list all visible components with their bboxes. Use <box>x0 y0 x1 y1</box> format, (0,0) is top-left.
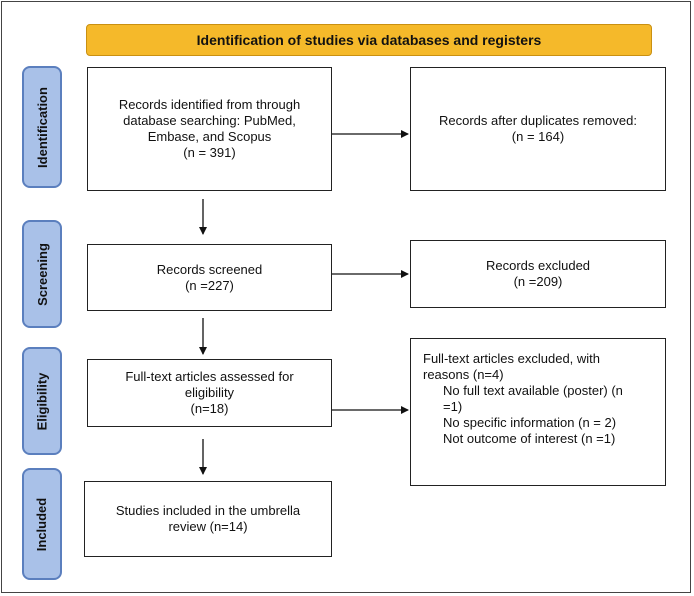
phase-screening: Screening <box>22 220 62 328</box>
records-after-duplicates-box: Records after duplicates removed: (n = 1… <box>410 67 666 191</box>
fulltext-assessed-box: Full-text articles assessed for eligibil… <box>87 359 332 427</box>
phase-eligibility: Eligibility <box>22 347 62 455</box>
records-identified-box: Records identified from through database… <box>87 67 332 191</box>
banner-title: Identification of studies via databases … <box>196 32 542 48</box>
phase-included: Included <box>22 468 62 580</box>
phase-identification: Identification <box>22 66 62 188</box>
identification-banner: Identification of studies via databases … <box>86 24 652 56</box>
records-excluded-box: Records excluded (n =209) <box>410 240 666 308</box>
studies-included-box: Studies included in the umbrella review … <box>84 481 332 557</box>
fulltext-excluded-box: Full-text articles excluded, with reason… <box>410 338 666 486</box>
records-screened-box: Records screened (n =227) <box>87 244 332 311</box>
